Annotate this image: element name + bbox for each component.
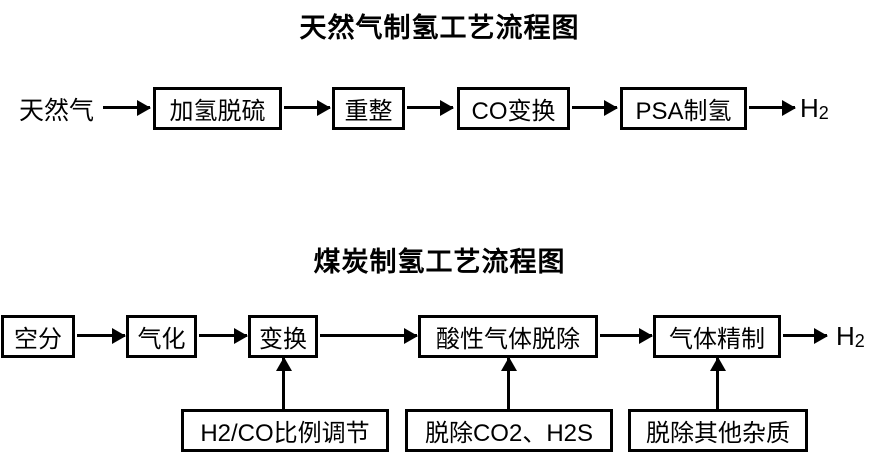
arrow-right-icon (77, 328, 126, 344)
note-h2co-ratio-adjustment: H2/CO比例调节 (181, 409, 389, 452)
box-psa-hydrogen: PSA制氢 (620, 87, 747, 130)
arrow-right-icon (103, 100, 151, 116)
arrow-up-icon (276, 357, 292, 409)
box-gasification: 气化 (126, 315, 197, 358)
box-gas-purification: 气体精制 (653, 315, 781, 358)
arrow-right-icon (749, 100, 796, 116)
arrow-up-icon (501, 357, 517, 409)
h2-symbol: H (800, 93, 819, 123)
box-reforming: 重整 (332, 87, 405, 130)
h2-symbol: H (836, 321, 855, 351)
diagram1-title: 天然气制氢工艺流程图 (299, 13, 580, 43)
diagram2-title: 煤炭制氢工艺流程图 (313, 247, 566, 277)
arrow-up-icon (710, 357, 726, 409)
arrow-right-icon (284, 100, 331, 116)
h2-subscript: 2 (818, 102, 829, 123)
arrow-right-icon (320, 328, 418, 344)
arrow-right-icon (600, 328, 653, 344)
box-hydrodesulfurization: 加氢脱硫 (153, 87, 282, 130)
h2-subscript: 2 (854, 330, 865, 351)
arrow-right-icon (572, 100, 618, 116)
arrow-right-icon (783, 328, 828, 344)
arrow-right-icon (407, 100, 454, 116)
box-co-shift: CO变换 (457, 87, 570, 130)
box-shift: 变换 (248, 315, 318, 358)
note-co2-h2s-removal: 脱除CO2、H2S (405, 409, 613, 452)
box-air-separation: 空分 (1, 315, 75, 358)
box-acid-gas-removal: 酸性气体脱除 (418, 315, 598, 358)
diagram1-input-label: 天然气 (18, 96, 94, 125)
arrow-right-icon (199, 328, 248, 344)
note-other-impurity-removal: 脱除其他杂质 (628, 409, 808, 452)
